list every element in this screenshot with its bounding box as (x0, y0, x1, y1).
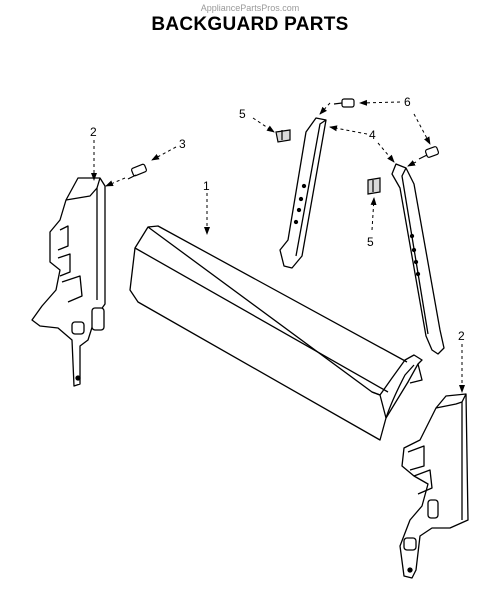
callout-3: 3 (179, 137, 186, 151)
left-bracket-screw (127, 163, 147, 180)
top-screw (333, 98, 355, 108)
watermark-text: AppliancePartsPros.com (200, 3, 300, 13)
right-support-arm (391, 163, 445, 355)
callout-4: 4 (369, 128, 376, 142)
bottom-clip (367, 177, 381, 195)
callout-2-left: 2 (90, 125, 97, 139)
right-side-bracket (399, 393, 469, 579)
callout-5-bottom: 5 (367, 235, 374, 249)
leader-lines (91, 99, 465, 393)
callout-1: 1 (203, 179, 210, 193)
callout-2-right: 2 (458, 329, 465, 343)
callout-5-top: 5 (239, 107, 246, 121)
callout-6: 6 (404, 95, 411, 109)
diagram-title: BACKGUARD PARTS (151, 14, 349, 35)
left-side-bracket (31, 177, 106, 387)
left-support-arm (279, 117, 327, 269)
backguard-panel (129, 225, 423, 441)
right-screw (418, 146, 440, 160)
top-clip (275, 129, 291, 143)
